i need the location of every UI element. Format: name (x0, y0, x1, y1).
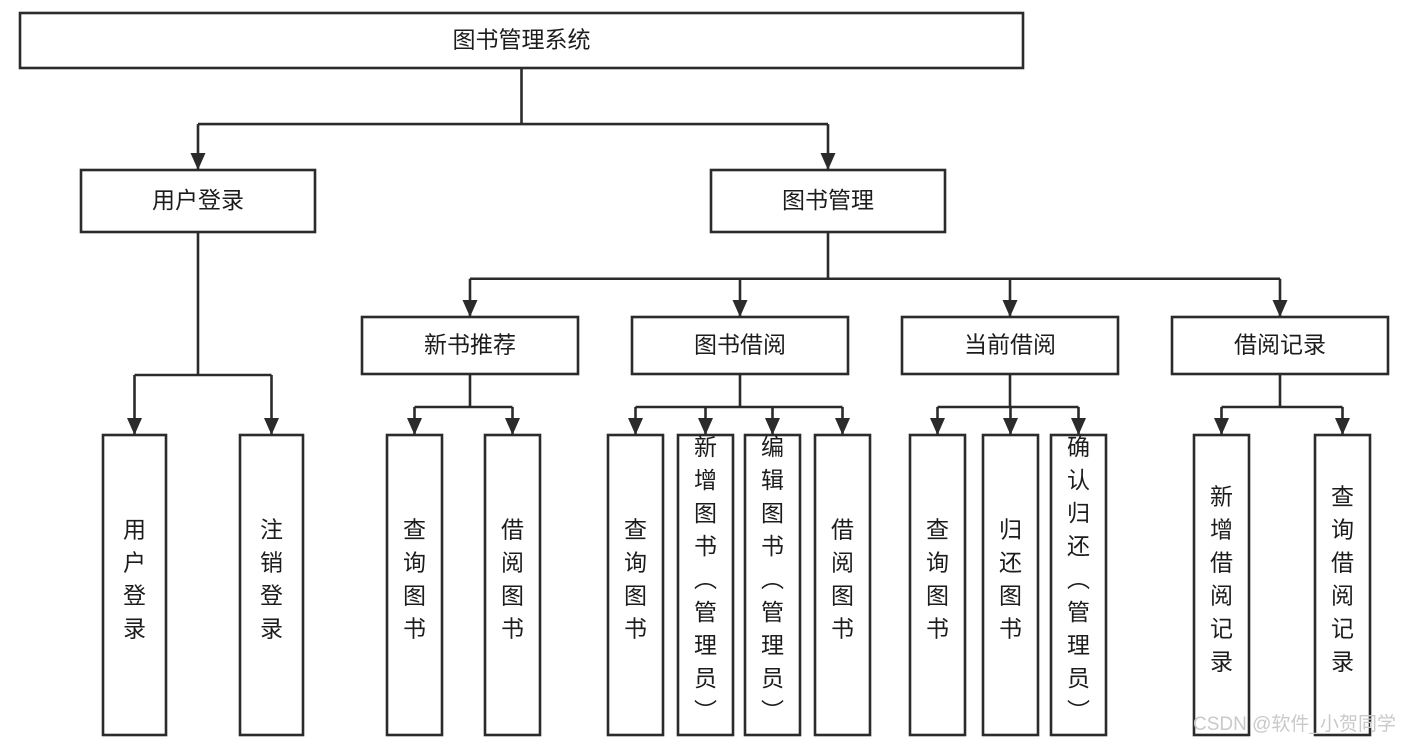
arrow-head-icon (127, 418, 142, 435)
csdn-watermark: CSDN @软件_小贺同学 (1193, 713, 1396, 735)
node-box (101, 433, 168, 737)
node-leaf-edit-book-admin[interactable]: 编辑图书︵管理员︶ (743, 433, 802, 737)
arrow-head-icon (462, 300, 478, 317)
node-label: 当前借阅 (964, 332, 1056, 358)
node-label: 查询图书 (624, 517, 647, 642)
arrow-head-icon (732, 300, 748, 317)
edge-from-user-login (127, 232, 279, 435)
arrow-head-icon (628, 418, 643, 435)
node-box (483, 433, 542, 737)
arrow-head-icon (765, 418, 780, 435)
node-box (238, 433, 305, 737)
edge-from-book-management (462, 232, 1288, 317)
arrow-head-icon (1002, 300, 1018, 317)
node-current-borrow[interactable]: 当前借阅 (900, 315, 1120, 376)
edge-from-root (190, 68, 836, 170)
node-leaf-add-borrow-record[interactable]: 新增借阅记录 (1192, 433, 1251, 737)
node-leaf-user-login[interactable]: 用户登录 (101, 433, 168, 737)
node-label: 新增借阅记录 (1210, 484, 1233, 675)
node-leaf-borrow-book-rec[interactable]: 借阅图书 (483, 433, 542, 737)
arrow-head-icon (1003, 418, 1018, 435)
arrow-head-icon (1272, 300, 1288, 317)
arrow-head-icon (930, 418, 945, 435)
node-label: 用户登录 (152, 187, 244, 213)
node-label: 归还图书 (999, 517, 1022, 642)
node-leaf-query-borrow-record[interactable]: 查询借阅记录 (1313, 433, 1372, 737)
node-label: 借阅图书 (831, 517, 854, 642)
node-leaf-confirm-return-admin[interactable]: 确认归还︵管理员︶ (1049, 433, 1108, 737)
node-box (1192, 433, 1251, 737)
node-label: 注销登录 (260, 517, 283, 642)
node-box (908, 433, 967, 737)
node-book-management[interactable]: 图书管理 (709, 168, 947, 234)
node-box (676, 433, 735, 737)
node-label: 新增图书︵管理员︶ (694, 434, 717, 724)
node-root[interactable]: 图书管理系统 (18, 11, 1025, 70)
node-label: 图书管理 (782, 187, 874, 213)
node-box (630, 315, 850, 376)
node-box (900, 315, 1120, 376)
node-box (981, 433, 1040, 737)
node-label: 查询图书 (403, 517, 426, 642)
node-new-book-recommend[interactable]: 新书推荐 (360, 315, 580, 376)
node-label: 借阅记录 (1234, 332, 1326, 358)
node-box (1313, 433, 1372, 737)
node-leaf-query-book-cur[interactable]: 查询图书 (908, 433, 967, 737)
node-user-login[interactable]: 用户登录 (79, 168, 317, 234)
arrow-head-icon (264, 418, 279, 435)
node-leaf-borrow-book-bor[interactable]: 借阅图书 (813, 433, 872, 737)
node-box (385, 433, 444, 737)
node-leaf-user-logout[interactable]: 注销登录 (238, 433, 305, 737)
arrow-head-icon (698, 418, 713, 435)
arrow-head-icon (1214, 418, 1229, 435)
node-box (743, 433, 802, 737)
arrow-head-icon (190, 153, 206, 170)
node-label: 图书管理系统 (453, 27, 591, 53)
edge-from-borrow-record (1214, 374, 1350, 435)
node-label: 用户登录 (123, 517, 146, 642)
arrow-head-icon (1071, 418, 1086, 435)
arrow-head-icon (820, 153, 836, 170)
node-label: 编辑图书︵管理员︶ (761, 434, 784, 724)
connector-layer (127, 68, 1350, 435)
node-leaf-query-book-rec[interactable]: 查询图书 (385, 433, 444, 737)
node-label: 确认归还︵管理员︶ (1067, 434, 1090, 724)
node-box (709, 168, 947, 234)
node-box (18, 11, 1025, 70)
node-box (360, 315, 580, 376)
node-layer: 图书管理系统用户登录图书管理新书推荐图书借阅当前借阅借阅记录用户登录注销登录查询… (18, 11, 1390, 737)
node-borrow-record[interactable]: 借阅记录 (1170, 315, 1390, 376)
edge-from-book-borrow (628, 374, 850, 435)
node-box (813, 433, 872, 737)
node-box (1049, 433, 1108, 737)
node-leaf-return-book[interactable]: 归还图书 (981, 433, 1040, 737)
node-label: 图书借阅 (694, 332, 786, 358)
node-label: 新书推荐 (424, 332, 516, 358)
node-book-borrow[interactable]: 图书借阅 (630, 315, 850, 376)
edge-from-new-book-recommend (407, 374, 520, 435)
node-label: 查询借阅记录 (1331, 484, 1354, 675)
arrow-head-icon (505, 418, 520, 435)
node-label: 查询图书 (926, 517, 949, 642)
node-label: 借阅图书 (501, 517, 524, 642)
arrow-head-icon (1335, 418, 1350, 435)
node-box (606, 433, 665, 737)
edge-from-current-borrow (930, 374, 1086, 435)
node-box (1170, 315, 1390, 376)
arrow-head-icon (835, 418, 850, 435)
node-leaf-add-book-admin[interactable]: 新增图书︵管理员︶ (676, 433, 735, 737)
arrow-head-icon (407, 418, 422, 435)
node-box (79, 168, 317, 234)
node-leaf-query-book-bor[interactable]: 查询图书 (606, 433, 665, 737)
